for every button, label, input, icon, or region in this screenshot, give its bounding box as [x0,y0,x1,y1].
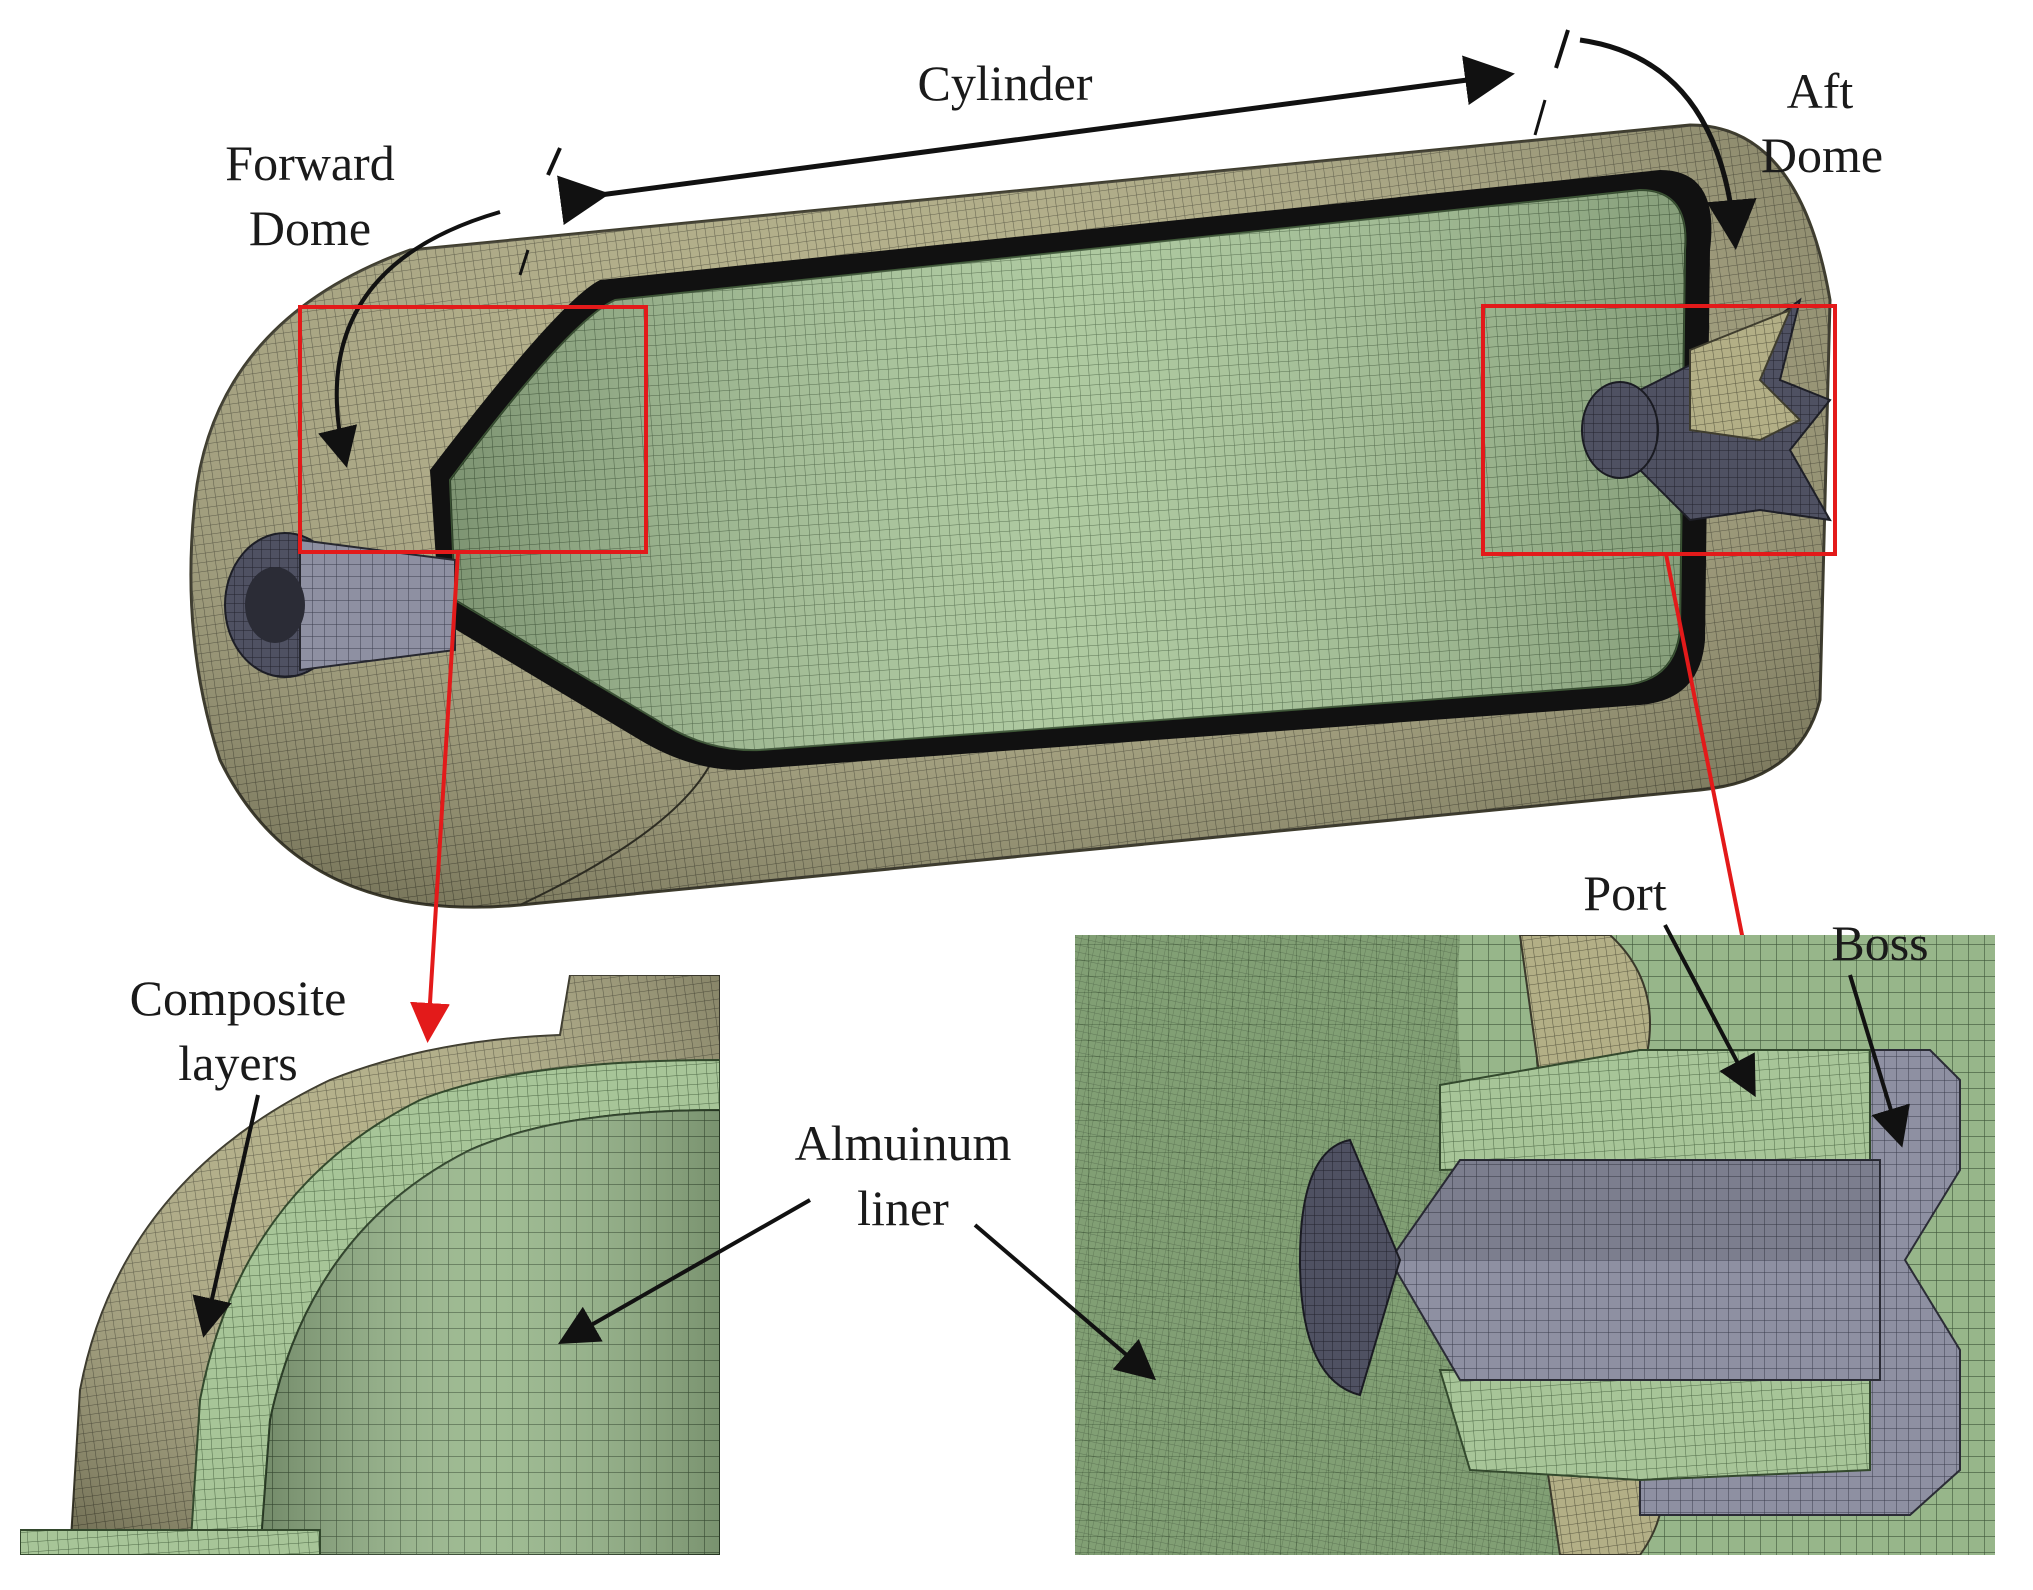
tank-main-view [189,123,1832,909]
tick-forward [546,147,562,176]
port-arrow [1663,924,1756,1098]
label-arrows [192,924,1910,1381]
aft-leader [1664,553,1769,1008]
dimension-annotations [318,29,1757,468]
label-forward-dome-line1: Forward [225,135,394,191]
label-liner-line1: Almuinum [795,1115,1012,1171]
tick-aft-bottom [1533,99,1547,136]
liner-arrow-right [973,1223,1157,1381]
label-composite-line2: layers [178,1035,297,1091]
aft-detail-box [1481,304,1837,556]
label-aft-dome-line2: Dome [1761,127,1883,183]
label-composite-line1: Composite [130,970,347,1026]
label-cylinder: Cylinder [918,55,1093,111]
forward-boss [224,532,456,678]
composite-arrow [192,1094,260,1338]
label-boss: Boss [1831,915,1928,971]
forward-detail-box [298,305,648,554]
forward-detail-view [20,975,720,1555]
aft-dome-arrow [1579,37,1757,250]
forward-dome-arrow [318,210,501,468]
label-forward-dome-line2: Dome [249,200,371,256]
label-liner-line2: liner [857,1180,949,1236]
aft-boss [1581,297,1832,522]
liner-arrow-left [558,1198,811,1344]
boss-arrow [1848,974,1910,1148]
cylinder-dimension-arrow [557,55,1515,226]
label-aft-dome-line1: Aft [1787,63,1854,119]
tick-aft-top [1554,29,1570,69]
tick-forward-bottom [518,249,530,276]
forward-leader [410,551,460,1043]
aft-detail-view [1075,935,1995,1555]
label-port: Port [1583,865,1666,921]
